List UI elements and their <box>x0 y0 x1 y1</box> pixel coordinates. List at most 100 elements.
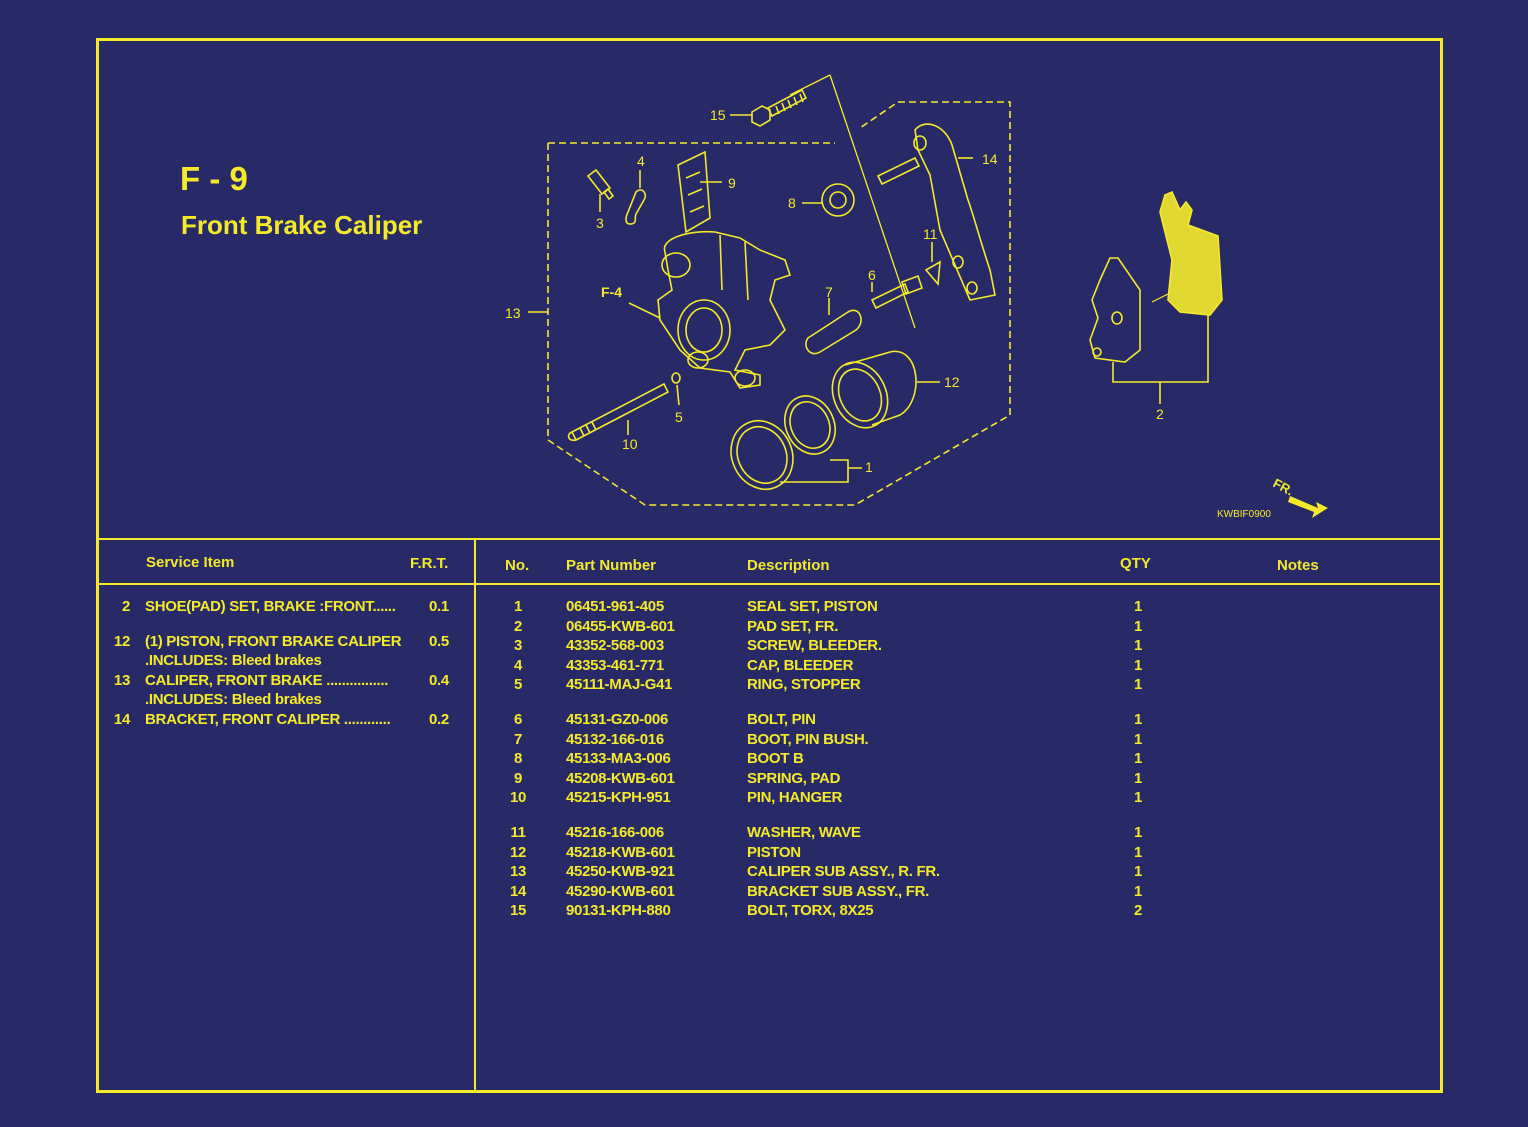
service-item-text: SHOE(PAD) SET, BRAKE :FRONT...... <box>145 598 396 615</box>
part-number: 90131-KPH-880 <box>566 902 671 919</box>
part-description: PAD SET, FR. <box>747 617 839 635</box>
part-number: 45290-KWB-601 <box>566 882 675 900</box>
table-column-divider <box>474 540 476 1090</box>
part-no: 15 <box>509 902 527 919</box>
front-arrow-icon: FR. <box>1271 475 1328 518</box>
part-qty: 1 <box>1133 824 1143 841</box>
page-code: F - 9 <box>180 160 248 197</box>
callout-10: 10 <box>622 436 638 452</box>
callout-4: 4 <box>637 153 645 169</box>
part-qty: 1 <box>1133 617 1143 635</box>
frt-header: F.R.T. <box>410 555 449 572</box>
service-item-frt: 0.2 <box>429 711 449 728</box>
part-qty: 1 <box>1133 711 1143 728</box>
part-number: 06451-961-405 <box>566 598 664 615</box>
ref-label-f4: F-4 <box>601 284 622 300</box>
service-item-no: 13 <box>113 672 130 689</box>
callout-15: 15 <box>710 107 726 123</box>
callout-3: 3 <box>596 215 604 231</box>
part-qty: 1 <box>1133 769 1143 787</box>
part-number-header: Part Number <box>566 557 657 574</box>
table-header-divider <box>96 583 1440 585</box>
part-no: 11 <box>510 824 526 841</box>
part-number: 45133-MA3-006 <box>566 750 671 767</box>
part-description: BOOT B <box>747 750 804 767</box>
description-header: Description <box>747 557 830 574</box>
callout-7: 7 <box>825 284 833 300</box>
bolt-15-shape <box>751 88 808 127</box>
part-no: 9 <box>513 769 523 787</box>
no-header: No. <box>505 557 530 574</box>
part-description: WASHER, WAVE <box>747 824 861 841</box>
part-no: 1 <box>513 598 523 615</box>
part-description: BRACKET SUB ASSY., FR. <box>747 882 930 900</box>
part-no: 8 <box>513 750 523 767</box>
part-description: PIN, HANGER <box>747 789 843 806</box>
part-no: 12 <box>509 843 527 861</box>
service-item-header: Service Item <box>146 554 235 571</box>
part-qty: 1 <box>1133 730 1143 748</box>
service-item-text: .INCLUDES: Bleed brakes <box>145 691 322 708</box>
service-item-text: CALIPER, FRONT BRAKE ................ <box>145 672 389 689</box>
service-item-no: 2 <box>121 598 130 615</box>
part-description: SEAL SET, PISTON <box>747 598 878 615</box>
part-description: CAP, BLEEDER <box>747 656 854 674</box>
part-qty: 1 <box>1133 863 1143 880</box>
service-item-text: BRACKET, FRONT CALIPER ............ <box>145 711 391 728</box>
part-no: 14 <box>509 882 527 900</box>
part-no: 5 <box>513 676 523 693</box>
service-item-text: (1) PISTON, FRONT BRAKE CALIPER <box>145 633 402 650</box>
part-qty: 1 <box>1133 843 1143 861</box>
service-item-frt: 0.5 <box>429 633 449 650</box>
callout-1: 1 <box>865 459 873 475</box>
part-description: PISTON <box>747 843 801 861</box>
part-description: CALIPER SUB ASSY., R. FR. <box>747 863 940 880</box>
qty-header: QTY <box>1120 555 1151 572</box>
callout-14: 14 <box>982 151 998 167</box>
part-qty: 1 <box>1133 676 1143 693</box>
callout-11: 11 <box>923 226 938 242</box>
part-description: BOLT, PIN <box>747 711 816 728</box>
part-number: 45111-MAJ-G41 <box>566 676 673 693</box>
part-number: 43353-461-771 <box>566 656 664 674</box>
fr-label: FR. <box>1271 475 1297 498</box>
page-frame <box>96 38 1443 1093</box>
part-description: BOOT, PIN BUSH. <box>747 730 869 748</box>
part-no: 4 <box>513 656 523 674</box>
part-number: 45250-KWB-921 <box>566 863 675 880</box>
part-no: 13 <box>509 863 527 880</box>
part-number: 45132-166-016 <box>566 730 664 748</box>
part-no: 3 <box>513 637 523 654</box>
part-number: 45218-KWB-601 <box>566 843 675 861</box>
callout-6: 6 <box>868 267 876 283</box>
part-no: 7 <box>513 730 523 748</box>
callout-2: 2 <box>1156 406 1164 422</box>
service-item-text: .INCLUDES: Bleed brakes <box>145 652 322 669</box>
service-item-frt: 0.4 <box>429 672 449 689</box>
part-no: 6 <box>513 711 523 728</box>
callout-12: 12 <box>944 374 960 390</box>
part-number: 45216-166-006 <box>566 824 664 841</box>
part-qty: 2 <box>1133 902 1143 919</box>
part-no: 10 <box>509 789 527 806</box>
part-number: 45131-GZ0-006 <box>566 711 669 728</box>
part-qty: 1 <box>1133 598 1143 615</box>
notes-header: Notes <box>1277 557 1319 574</box>
part-qty: 1 <box>1133 750 1143 767</box>
part-description: BOLT, TORX, 8X25 <box>747 902 874 919</box>
callout-13: 13 <box>505 305 521 321</box>
part-no: 2 <box>513 617 523 635</box>
part-qty: 1 <box>1133 637 1143 654</box>
callout-5: 5 <box>675 409 683 425</box>
part-description: SPRING, PAD <box>747 769 841 787</box>
part-number: 06455-KWB-601 <box>566 617 675 635</box>
table-top-divider <box>96 538 1440 540</box>
part-number: 45208-KWB-601 <box>566 769 675 787</box>
service-item-no: 12 <box>113 633 130 650</box>
part-qty: 1 <box>1133 789 1143 806</box>
diagram-ref-code: KWBIF0900 <box>1217 509 1271 520</box>
part-description: SCREW, BLEEDER. <box>747 637 882 654</box>
part-number: 43352-568-003 <box>566 637 664 654</box>
part-number: 45215-KPH-951 <box>566 789 671 806</box>
service-item-no: 14 <box>113 711 130 728</box>
